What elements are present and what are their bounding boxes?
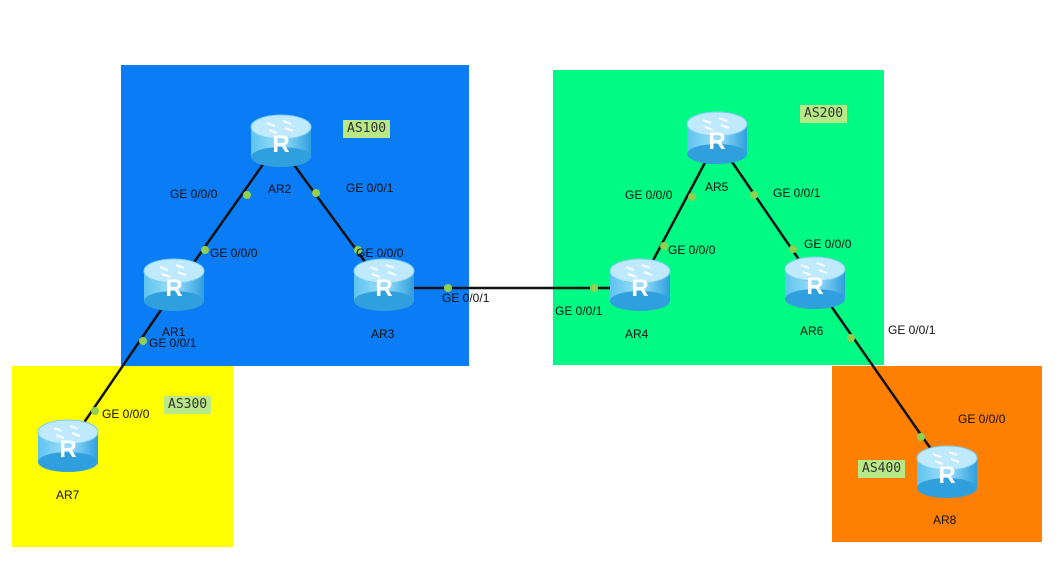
- port-dot: [139, 337, 147, 345]
- router-ar2-icon: [250, 114, 312, 168]
- port-label: GE 0/0/0: [102, 407, 150, 421]
- router-ar5-icon: [686, 111, 748, 165]
- router-ar5-label: AR5: [705, 180, 729, 194]
- port-label: GE 0/0/1: [346, 181, 394, 195]
- link-ar6-ar8: [813, 282, 949, 473]
- as100-label: AS100: [343, 120, 391, 138]
- router-ar2-label: AR2: [268, 182, 292, 196]
- as300-label: AS300: [164, 396, 212, 414]
- port-label: GE 0/0/1: [773, 186, 821, 200]
- port-dot: [354, 246, 362, 254]
- port-dot: [660, 242, 668, 250]
- router-ar4-label: AR4: [625, 327, 649, 341]
- as200-label: AS200: [800, 105, 848, 123]
- port-dot: [201, 246, 209, 254]
- port-dot: [444, 284, 452, 292]
- router-ar6-icon: [784, 256, 846, 310]
- port-label: GE 0/0/0: [668, 243, 716, 257]
- port-dot: [243, 191, 251, 199]
- router-ar7-label: AR7: [56, 488, 80, 502]
- port-label: GE 0/0/0: [958, 412, 1006, 426]
- port-dot: [847, 334, 855, 342]
- port-label: GE 0/0/0: [625, 188, 673, 202]
- router-ar4-icon: [609, 258, 671, 312]
- port-label: GE 0/0/1: [149, 336, 197, 350]
- port-dot: [590, 284, 598, 292]
- port-dot: [789, 245, 797, 253]
- router-ar6-label: AR6: [800, 324, 824, 338]
- port-label: GE 0/0/0: [170, 187, 218, 201]
- router-ar7-icon: [37, 419, 99, 473]
- link-ar1-ar7: [66, 284, 180, 447]
- as100-area: [121, 65, 469, 366]
- port-label: GE 0/0/0: [210, 246, 258, 260]
- link-ar1-ar2: [176, 142, 280, 286]
- router-ar1-icon: [143, 258, 205, 312]
- router-ar8-icon: [916, 445, 978, 499]
- port-label: GE 0/0/0: [804, 237, 852, 251]
- as400-label: AS400: [858, 460, 906, 478]
- port-dot: [91, 407, 99, 415]
- router-ar3-label: AR3: [371, 327, 395, 341]
- port-label: GE 0/0/1: [888, 323, 936, 337]
- router-ar3-icon: [353, 258, 415, 312]
- port-label: GE 0/0/1: [555, 304, 603, 318]
- port-dot: [917, 433, 925, 441]
- port-dot: [312, 189, 320, 197]
- port-dot: [688, 193, 696, 201]
- router-ar8-label: AR8: [933, 513, 957, 527]
- router-ar1-label: AR1: [162, 325, 186, 339]
- port-label: GE 0/0/1: [442, 291, 490, 305]
- port-dot: [750, 191, 758, 199]
- port-label: GE 0/0/0: [356, 246, 404, 260]
